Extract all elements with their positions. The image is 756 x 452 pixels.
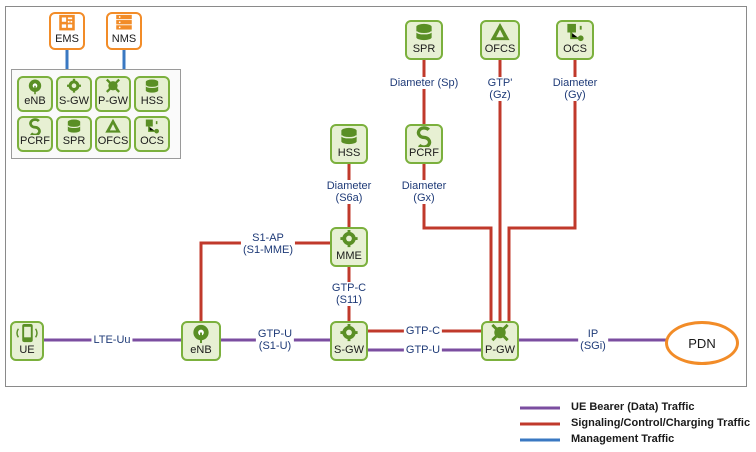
router-icon — [105, 78, 121, 93]
policy-icon — [29, 118, 41, 135]
nms-label: NMS — [111, 33, 137, 45]
legend-pgw-label: P-GW — [98, 95, 128, 107]
spr-node[interactable]: SPR — [405, 20, 443, 60]
gear-icon — [67, 78, 81, 93]
legend-management-text: Management Traffic — [571, 433, 675, 445]
hss-label: HSS — [337, 147, 361, 159]
pgw-node[interactable]: P-GW — [481, 321, 519, 361]
gy-label: Diameter(Gy) — [550, 77, 600, 101]
pdn-label: PDN — [688, 335, 716, 351]
ocs-label: OCS — [563, 43, 587, 55]
phone-icon — [16, 323, 38, 343]
ems-node[interactable]: EMS — [49, 12, 85, 50]
gear-icon — [340, 323, 358, 342]
flow-icon — [145, 119, 159, 134]
legend-ofcs-label: OFCS — [97, 135, 129, 147]
legend-spr: SPR — [56, 116, 92, 152]
legend-pgw: P-GW — [95, 76, 131, 112]
legend-hss: HSS — [134, 76, 170, 112]
pdn-node[interactable]: PDN — [665, 321, 739, 365]
gy-link — [507, 60, 577, 321]
legend-enb: eNB — [17, 76, 53, 112]
nms-icon — [116, 14, 132, 30]
mme-node[interactable]: MME — [330, 227, 368, 267]
ofcs-label: OFCS — [484, 43, 516, 55]
mme-label: MME — [336, 250, 362, 262]
legend-signaling-text: Signaling/Control/Charging Traffic — [571, 417, 751, 429]
legend-pcrf: PCRF — [17, 116, 53, 152]
antenna-icon — [28, 79, 42, 95]
database-icon — [415, 23, 433, 41]
router-icon — [491, 323, 509, 342]
pcrf-node[interactable]: PCRF — [405, 124, 443, 164]
gz-label: GTP'(Gz) — [485, 77, 515, 101]
triangle-chart-icon — [490, 22, 510, 41]
legend-sgw: S-GW — [56, 76, 92, 112]
sgw-node[interactable]: S-GW — [330, 321, 368, 361]
triangle-chart-icon — [105, 118, 121, 133]
s6a-label: Diameter(S6a) — [324, 180, 374, 204]
s1ap-label: S1-AP(S1-MME) — [240, 232, 296, 256]
sgw-label: S-GW — [334, 344, 364, 356]
flow-icon — [567, 23, 584, 42]
sp-label: Diameter (Sp) — [387, 77, 461, 89]
ems-label: EMS — [55, 33, 79, 45]
ofcs-node[interactable]: OFCS — [480, 20, 520, 60]
s11-label: GTP-C(S11) — [329, 282, 369, 306]
enb-label: eNB — [190, 344, 212, 356]
legend-spr-label: SPR — [62, 135, 86, 147]
legend-pcrf-label: PCRF — [20, 135, 50, 147]
policy-icon — [416, 126, 432, 147]
database-icon — [145, 79, 159, 93]
s5u-label: GTP-U — [403, 344, 443, 356]
enb-node[interactable]: eNB — [181, 321, 221, 361]
legend-sgw-label: S-GW — [59, 95, 89, 107]
legend-enb-label: eNB — [24, 95, 46, 107]
legend-ofcs: OFCS — [95, 116, 131, 152]
diagram-frame — [5, 6, 747, 387]
legend-ocs-label: OCS — [140, 135, 164, 147]
legend-ocs: OCS — [134, 116, 170, 152]
antenna-icon — [193, 324, 209, 344]
ems-icon — [59, 14, 75, 31]
database-icon — [67, 119, 81, 133]
hss-node[interactable]: HSS — [330, 124, 368, 164]
gx-label: Diameter(Gx) — [399, 180, 449, 204]
ocs-node[interactable]: OCS — [556, 20, 594, 60]
spr-label: SPR — [412, 43, 436, 55]
legend-bearer-text: UE Bearer (Data) Traffic — [571, 401, 695, 413]
sgi-label: IP(SGi) — [578, 328, 608, 352]
s1u-label: GTP-U(S1-U) — [255, 328, 295, 352]
ue-label: UE — [19, 344, 35, 356]
gear-icon — [340, 229, 358, 248]
legend-hss-label: HSS — [140, 95, 164, 107]
pgw-label: P-GW — [485, 344, 515, 356]
pcrf-label: PCRF — [409, 147, 439, 159]
ue-node[interactable]: UE — [10, 321, 44, 361]
database-icon — [340, 127, 358, 145]
lteuu-label: LTE-Uu — [91, 334, 133, 346]
s5c-label: GTP-C — [403, 325, 443, 337]
nms-node[interactable]: NMS — [106, 12, 142, 50]
